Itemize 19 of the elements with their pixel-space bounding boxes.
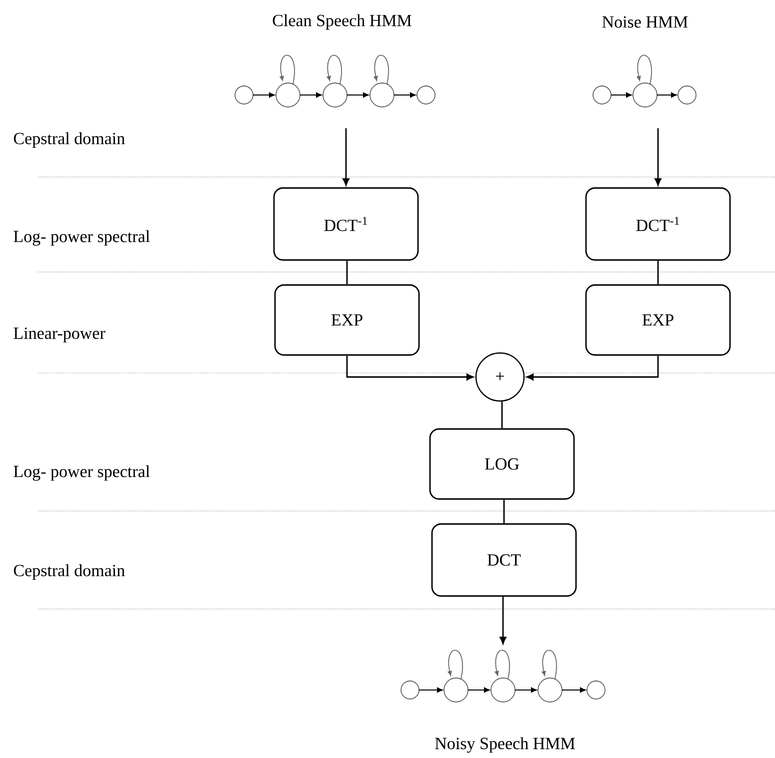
process-box: LOG <box>429 428 575 500</box>
process-box: DCT$^{-1}$ <box>585 187 731 261</box>
process-box: DCT$^{-1}$ <box>273 187 419 261</box>
arrow <box>342 128 350 186</box>
domain-label: Log- power spectral <box>14 465 150 481</box>
domain-label: Linear-power <box>14 328 106 342</box>
domain-label: Cepstral domain <box>14 564 125 580</box>
hmm-title: Noise HMM <box>602 16 688 28</box>
domain-label: Cepstral domain <box>14 132 125 148</box>
arrow <box>500 596 506 644</box>
hmm-title: Clean Speech HMM <box>272 14 412 30</box>
arrow <box>526 356 659 380</box>
process-box: EXP <box>274 284 420 356</box>
arrow <box>654 128 662 186</box>
domain-label: Log- power spectral <box>14 230 150 246</box>
arrow <box>346 356 474 380</box>
hmm-title: Noisy Speech HMM <box>435 737 575 753</box>
process-box: DCT <box>431 523 577 597</box>
process-box: EXP <box>585 284 731 356</box>
